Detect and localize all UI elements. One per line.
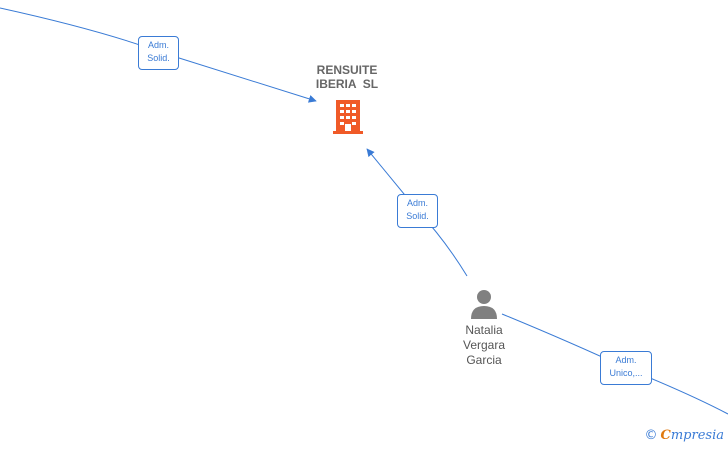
edge-label-line-1: Adm. [147,40,169,50]
brand-name-rest: mpresia [670,428,724,443]
edge-label-adm-solid[interactable]: Adm. Solid. [397,194,438,228]
person-name-line-2: Vergara [462,338,506,352]
edge-label-line-2: Unico,... [609,368,643,378]
copyright-icon: © [644,428,658,443]
edge-label-line-2: Solid. [147,53,170,63]
person-name[interactable]: Natalia Vergara Garcia [434,323,534,368]
company-name-line-2: IBERIA SL [315,77,379,91]
brand-initial: C [660,428,671,443]
empresia-watermark[interactable]: ©Cmpresia [645,428,725,443]
edge-label-line-1: Adm. [406,198,428,208]
edge-label-line-1: Adm. [615,355,637,365]
company-name-line-1: RENSUITE [316,63,378,77]
person-name-line-1: Natalia [465,323,503,337]
person-icon[interactable] [469,289,499,319]
edge-label-line-2: Solid. [406,211,429,221]
building-icon[interactable] [333,100,363,134]
edge-label-adm-solid[interactable]: Adm. Solid. [138,36,179,70]
edge-label-adm-unico[interactable]: Adm. Unico,... [600,351,652,385]
company-name[interactable]: RENSUITE IBERIA SL [297,63,397,91]
person-name-line-3: Garcia [466,353,502,367]
